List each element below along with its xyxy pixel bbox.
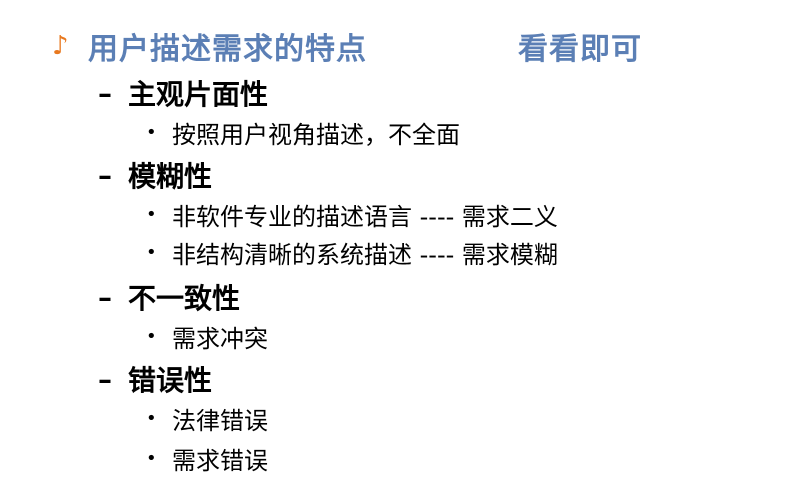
sub-point-text: 按照用户视角描述，不全面 [172, 120, 460, 149]
sub-point: • 非软件专业的描述语言 ---- 需求二义 [146, 198, 558, 231]
sub-point-text: 非结构清晰的系统描述 ---- 需求模糊 [172, 240, 558, 269]
sub-point-text: 需求冲突 [172, 324, 268, 353]
sub-point: • 按照用户视角描述，不全面 [146, 116, 460, 149]
bullet-dot: • [146, 203, 157, 225]
title-text: 用户描述需求的特点 [88, 32, 367, 67]
bullet-dot: • [146, 325, 157, 347]
sub-point: • 非结构清晰的系统描述 ---- 需求模糊 [146, 236, 558, 269]
point-subjective: – 主观片面性 [98, 74, 268, 112]
sub-point: • 需求冲突 [146, 320, 268, 353]
dash-marker: – [98, 362, 112, 396]
dash-marker: – [98, 158, 112, 192]
dash-marker: – [98, 76, 112, 110]
sub-point-text: 法律错误 [172, 406, 268, 435]
slide-title: ♪ 用户描述需求的特点 [52, 22, 367, 70]
point-inconsistency: – 不一致性 [98, 278, 240, 316]
dash-marker: – [98, 280, 112, 314]
point-errors: – 错误性 [98, 360, 212, 398]
point-heading: 主观片面性 [128, 78, 269, 111]
bullet-dot: • [146, 121, 157, 143]
point-heading: 模糊性 [128, 160, 213, 193]
music-note-icon: ♪ [52, 31, 69, 61]
sub-point: • 需求错误 [146, 442, 268, 475]
bullet-dot: • [146, 407, 157, 429]
title-note: 看看即可 [518, 32, 642, 67]
sub-point: • 法律错误 [146, 402, 268, 435]
sub-point-text: 需求错误 [172, 446, 268, 475]
point-ambiguity: – 模糊性 [98, 156, 212, 194]
bullet-dot: • [146, 241, 157, 263]
point-heading: 错误性 [128, 364, 213, 397]
sub-point-text: 非软件专业的描述语言 ---- 需求二义 [172, 202, 558, 231]
point-heading: 不一致性 [128, 282, 241, 315]
bullet-dot: • [146, 447, 157, 469]
